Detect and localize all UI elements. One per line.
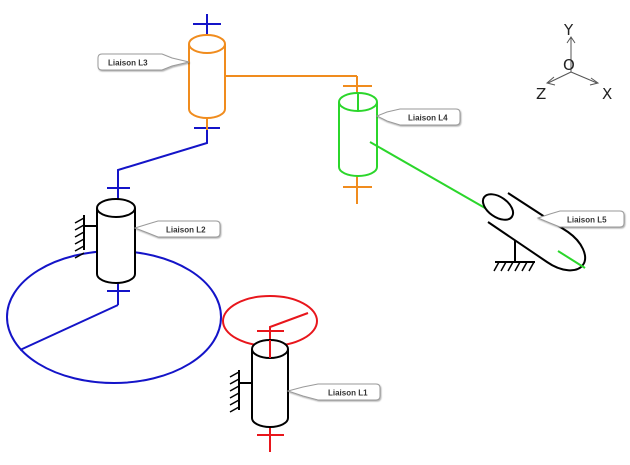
z-axis-arrow xyxy=(545,76,556,86)
link-l2-l3 xyxy=(117,119,208,181)
y-axis-label: Y xyxy=(563,21,574,39)
z-axis-label: Z xyxy=(536,85,546,103)
disc-radius-line xyxy=(19,304,119,351)
liaison-l5-cylinder xyxy=(481,192,587,272)
axis-triad xyxy=(545,36,600,86)
liaison-l3-cylinder xyxy=(188,34,357,130)
callout-l4: Liaison L4 xyxy=(375,108,461,126)
callout-l1-text: Liaison L1 xyxy=(328,389,368,398)
callout-l5: Liaison L5 xyxy=(536,210,625,228)
origin-label: O xyxy=(563,56,575,74)
callout-l3-text: Liaison L3 xyxy=(108,59,148,68)
y-axis-arrow xyxy=(566,36,576,44)
x-axis-line xyxy=(570,71,598,84)
z-axis-line xyxy=(547,71,572,84)
callout-l4-text: Liaison L4 xyxy=(408,114,448,123)
l1-ground-hatch xyxy=(229,371,240,413)
liaison-l4-cylinder xyxy=(338,92,493,213)
liaison-l1-cylinder xyxy=(229,339,289,428)
l2-ground-hatch xyxy=(74,217,85,259)
callout-l2: Liaison L2 xyxy=(133,220,221,238)
callout-l5-text: Liaison L5 xyxy=(567,216,607,225)
callout-l1: Liaison L1 xyxy=(286,383,381,401)
callout-l2-text: Liaison L2 xyxy=(166,226,206,235)
callout-l3: Liaison L3 xyxy=(97,53,190,71)
x-axis-arrow xyxy=(589,77,600,86)
liaison-l2-cylinder xyxy=(74,198,136,284)
link-l4-l5 xyxy=(369,141,493,213)
liaison-l1-red xyxy=(222,295,318,452)
l5-ground-hatch xyxy=(493,261,535,272)
x-axis-label: X xyxy=(602,85,612,103)
